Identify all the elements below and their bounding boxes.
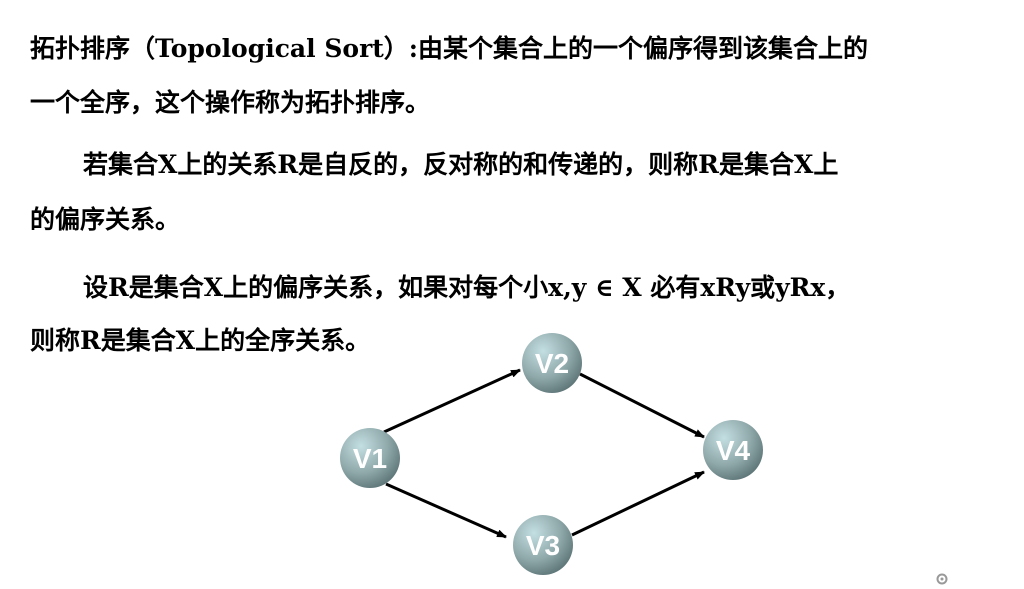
- svg-text:V3: V3: [526, 530, 560, 561]
- partial-order-line-2: 的偏序关系。: [30, 205, 181, 234]
- node-v1: V1: [340, 428, 400, 488]
- svg-text:V1: V1: [353, 443, 387, 474]
- edge-v1-v2: [383, 368, 521, 434]
- node-v4: V4: [703, 420, 763, 480]
- total-order-line-1: 设R是集合X上的偏序关系，如果对每个小x,y ∈ X 必有xRy或yRx，: [83, 273, 851, 302]
- node-v2: V2: [522, 333, 582, 393]
- node-v3: V3: [513, 515, 573, 575]
- edge-v3-v4: [571, 470, 705, 537]
- svg-text:V2: V2: [535, 348, 569, 379]
- refresh-icon[interactable]: [936, 570, 948, 585]
- edge-v2-v4: [579, 372, 705, 439]
- definition-line-1: 拓扑排序（Topological Sort）:由某个集合上的一个偏序得到该集合上…: [30, 34, 869, 63]
- definition-line-2: 一个全序，这个操作称为拓扑排序。: [30, 88, 431, 117]
- edge-v1-v3: [385, 482, 507, 539]
- partial-order-line-1: 若集合X上的关系R是自反的，反对称的和传递的，则称R是集合X上: [83, 150, 839, 179]
- total-order-line-2: 则称R是集合X上的全序关系。: [30, 326, 371, 355]
- svg-text:V4: V4: [716, 435, 751, 466]
